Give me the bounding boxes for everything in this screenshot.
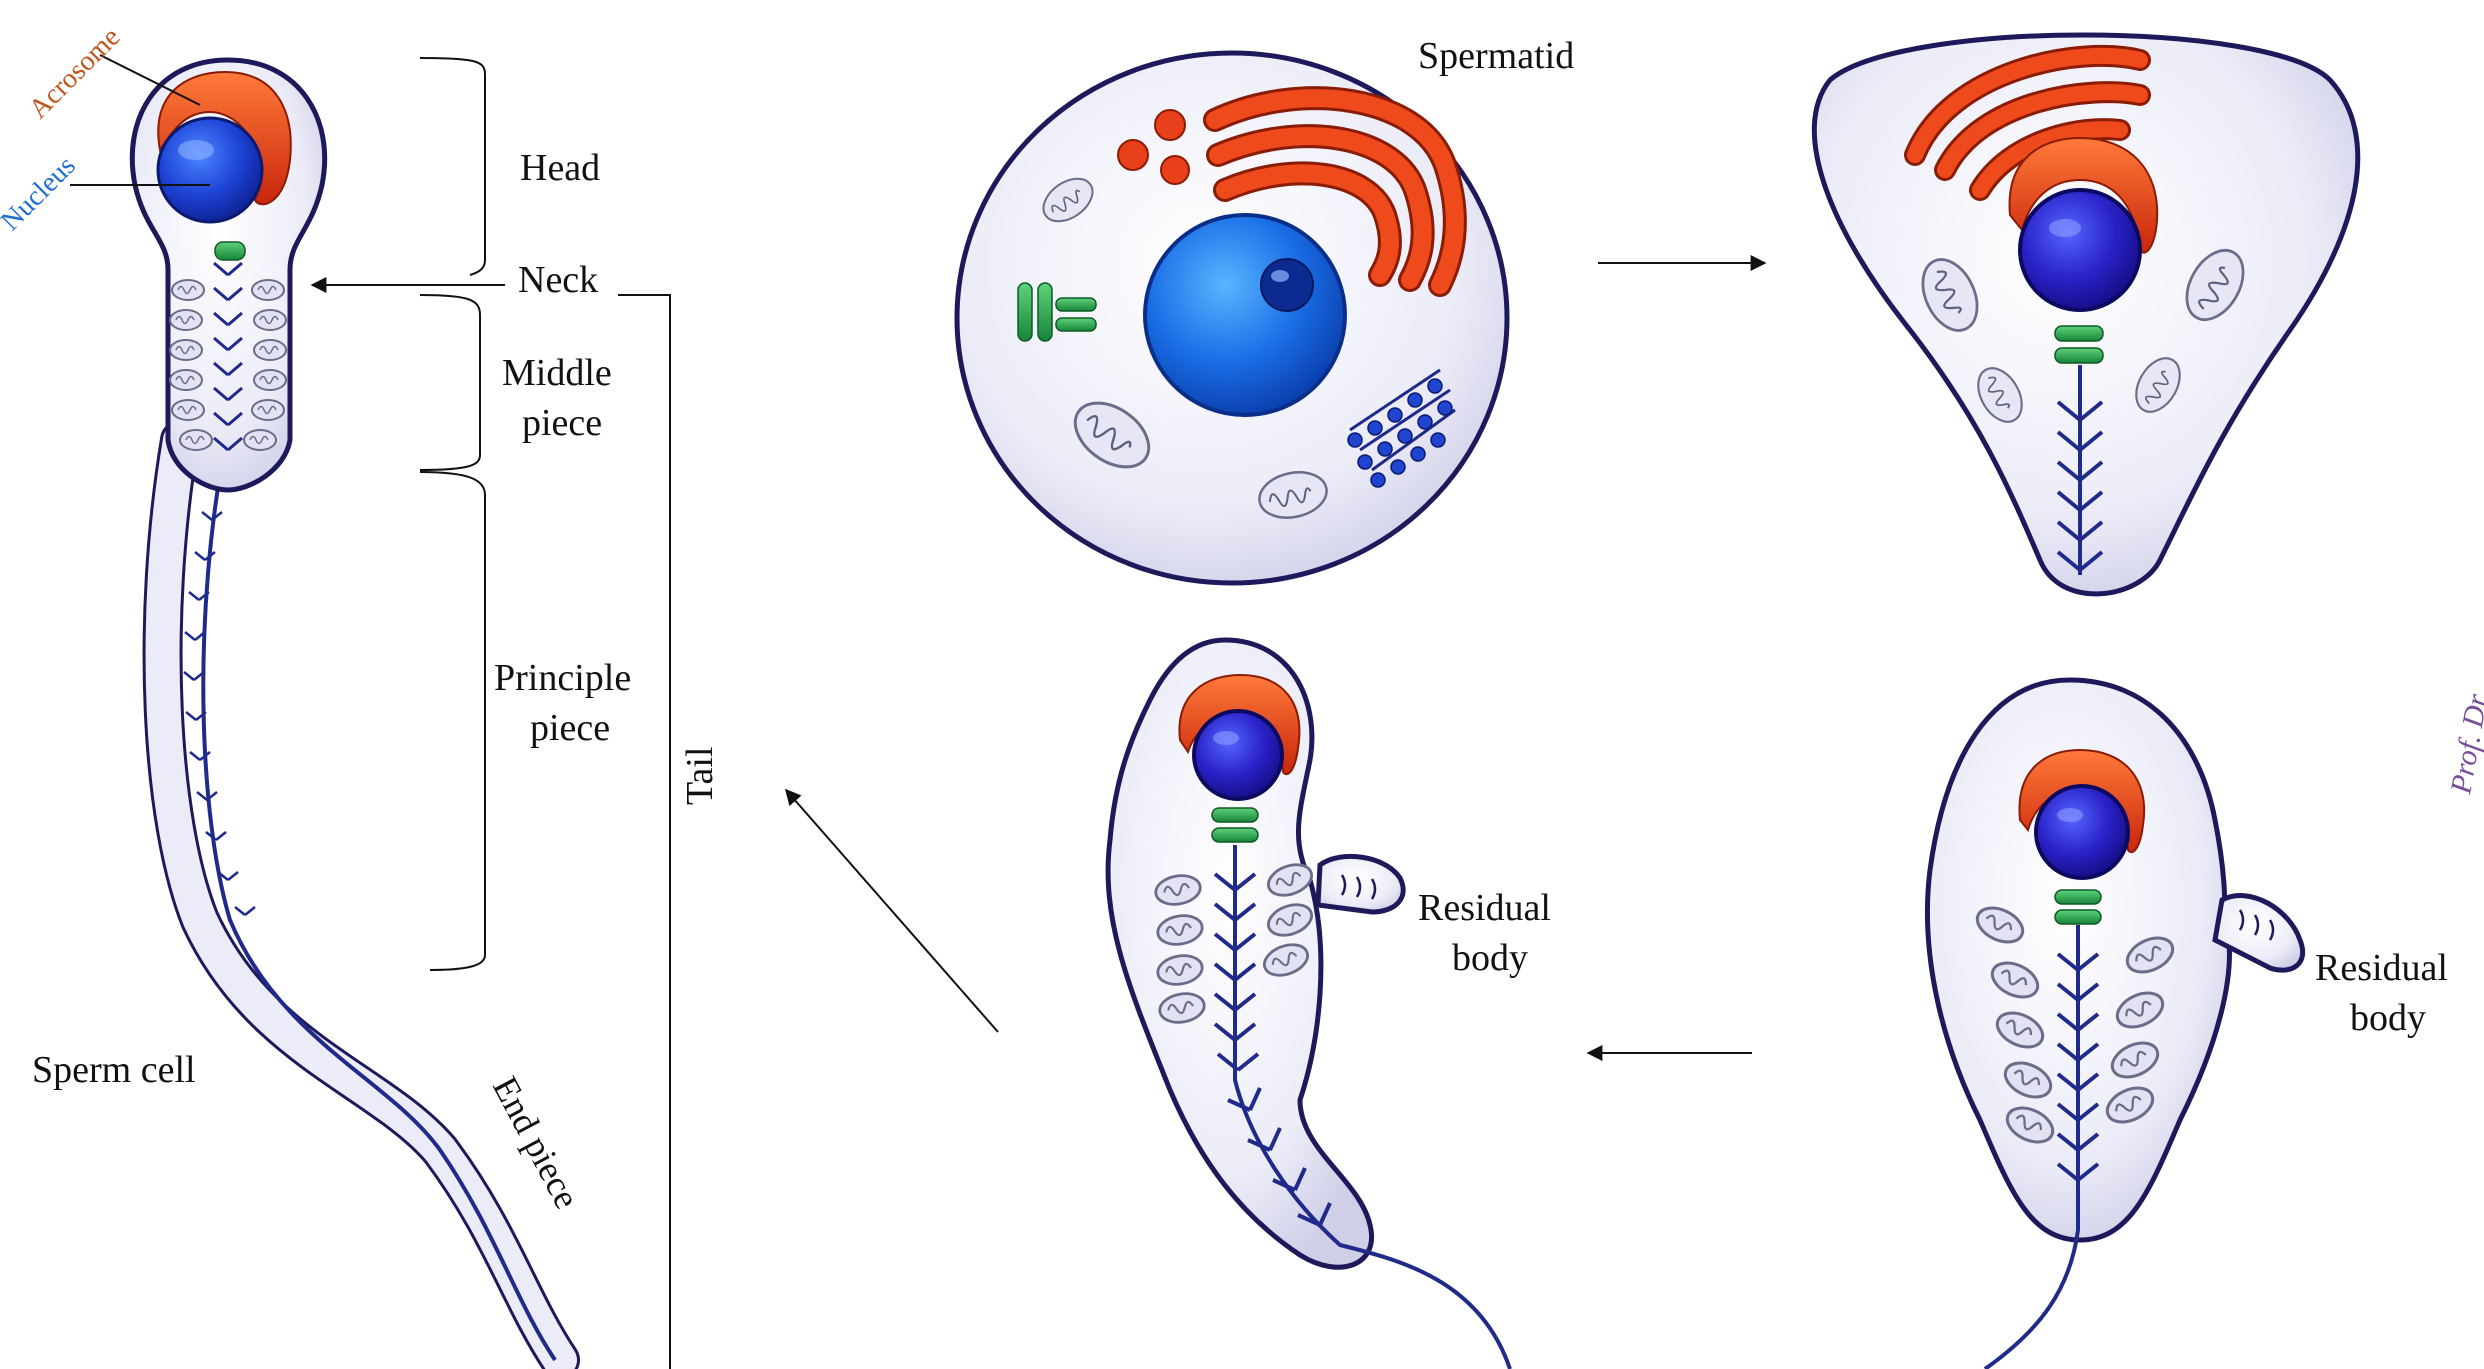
- residual-body-label-right-line2: body: [2350, 997, 2426, 1039]
- residual-body-label-right-line1: Residual: [2315, 947, 2448, 989]
- middle-piece-label-line1: Middle: [502, 352, 612, 394]
- acrosome-label: Acrosome: [23, 22, 126, 125]
- spermatid-nucleus: [1145, 215, 1345, 415]
- spermatid-illustration: [957, 53, 1507, 583]
- principle-piece-bracket: [420, 472, 485, 970]
- end-piece-label: End piece: [485, 1070, 587, 1215]
- tail-bracket: [618, 295, 670, 1369]
- nucleus-label: Nucleus: [0, 150, 82, 237]
- sperm-cell-illustration: [70, 55, 560, 1360]
- stage4-nucleus: [1194, 711, 1282, 799]
- middle-piece-label-line2: piece: [522, 402, 602, 444]
- sperm-cell-label: Sperm cell: [32, 1049, 196, 1091]
- watermark-text: Prof. Dr.: [2444, 687, 2484, 797]
- head-bracket: [420, 58, 485, 275]
- stage3-nucleus: [2036, 786, 2128, 878]
- neck-label: Neck: [518, 259, 598, 301]
- sperm-nucleus: [158, 118, 262, 222]
- principle-piece-label-line1: Principle: [494, 657, 631, 699]
- early-spermatid-stage-illustration: [1814, 35, 2357, 594]
- residual-body-label-middle-line1: Residual: [1418, 887, 1551, 929]
- arrow-stage4-to-sperm: [786, 790, 998, 1032]
- spermatid-nucleolus: [1261, 259, 1313, 311]
- late-spermatid-stage-illustration: [1108, 640, 1510, 1369]
- tail-label: Tail: [679, 746, 721, 805]
- spermatid-label: Spermatid: [1418, 35, 1574, 77]
- stage2-membrane: [1814, 35, 2357, 594]
- stage2-nucleus: [2020, 190, 2140, 310]
- head-label: Head: [520, 147, 600, 189]
- residual-body-label-middle-line2: body: [1452, 937, 1528, 979]
- middle-piece-bracket: [420, 295, 480, 470]
- principle-piece-label-line2: piece: [530, 707, 610, 749]
- sperm-centriole: [215, 242, 245, 260]
- elongating-spermatid-stage-illustration: [1927, 680, 2302, 1369]
